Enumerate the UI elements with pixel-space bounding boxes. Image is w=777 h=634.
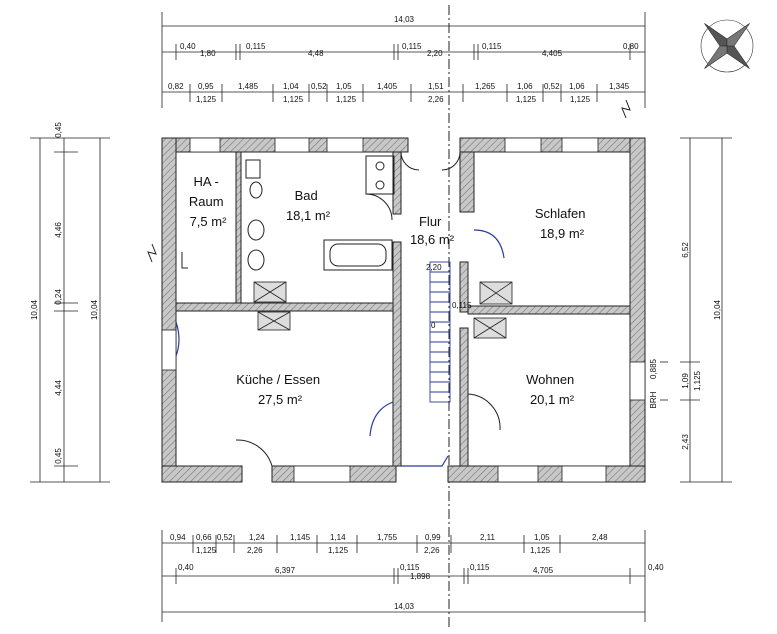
dim-label: 0,94 (170, 533, 186, 542)
dim-label: 0,115 (482, 42, 502, 51)
dim-label: 0,115 (246, 42, 266, 51)
dim-label: 1,145 (290, 533, 311, 542)
sketch-marks (175, 229, 505, 467)
dim-label: 2,20 (427, 49, 443, 58)
top-total-label: 14,03 (394, 15, 415, 24)
left-dimensions (30, 137, 110, 483)
left-outer-total-label: 10,04 (90, 299, 99, 320)
dim-label: 1,345 (609, 82, 630, 91)
dim-label: 0,115 (400, 563, 420, 572)
dim-label: 1,125 (336, 95, 357, 104)
dim-label: 1,755 (377, 533, 398, 542)
room-label-wohnen: Wohnen 20,1 m² (526, 372, 578, 407)
dim-label: 10,04 (713, 299, 722, 320)
lightning-icon (147, 99, 631, 269)
dim-label: 1,265 (475, 82, 496, 91)
windows (161, 137, 646, 483)
dim-label: 1,125 (328, 546, 349, 555)
dim-label: 1,125 (516, 95, 537, 104)
dim-label: 1,485 (238, 82, 259, 91)
dim-label: 4,46 (54, 222, 63, 238)
dim-label: 4,705 (533, 566, 554, 575)
room-label-schlafen: Schlafen 18,9 m² (535, 206, 589, 241)
dim-label: 0,40 (178, 563, 194, 572)
dim-label: 4,405 (542, 49, 563, 58)
staircase (429, 261, 451, 403)
room-label-ha: HA - Raum 7,5 m² (189, 174, 227, 229)
dim-label: 4,44 (54, 380, 63, 396)
dim-label: 0,45 (54, 448, 63, 464)
dim-label: 0,40 (180, 42, 196, 51)
dim-label: 1,898 (410, 572, 431, 581)
dim-label: 1,05 (534, 533, 550, 542)
dim-label: 2,26 (428, 95, 444, 104)
dim-label: 0,99 (425, 533, 441, 542)
dim-label: 0,885 (649, 358, 658, 379)
dim-label: 2,26 (424, 546, 440, 555)
bottom-row1-labels: 0,94 0,66 0,52 1,24 1,145 1,14 1,755 0,9… (170, 533, 608, 555)
room-labels: HA - Raum 7,5 m² Bad 18,1 m² Flur 18,6 m… (189, 174, 589, 407)
bottom-dimensions (161, 530, 646, 622)
dim-label: 0,45 (54, 122, 63, 138)
top-row2-labels: 0,82 0,95 1,485 1,04 0,52 1,05 1,405 1,5… (168, 82, 630, 104)
dim-label: 4,48 (308, 49, 324, 58)
top-dimensions (161, 12, 646, 108)
dim-label: 0,80 (623, 42, 639, 51)
dim-label: 1,125 (196, 546, 217, 555)
dim-label: 0,52 (311, 82, 327, 91)
dim-label: 1,14 (330, 533, 346, 542)
dim-label: 1,405 (377, 82, 398, 91)
dim-label: 0,24 (54, 289, 63, 305)
stair-label: 0 (431, 321, 436, 330)
shafts (253, 281, 513, 339)
dim-label: 1,05 (336, 82, 352, 91)
compass-icon (700, 19, 754, 73)
dim-label: 1,04 (283, 82, 299, 91)
dim-label: 2,43 (681, 434, 690, 450)
dim-label: 1,125 (570, 95, 591, 104)
dim-label: 0,66 (196, 533, 212, 542)
dim-label: 1,80 (200, 49, 216, 58)
dim-label: 0,82 (168, 82, 184, 91)
dim-label: 1,51 (428, 82, 444, 91)
dim-label: 2,48 (592, 533, 608, 542)
brh-label: BRH (649, 391, 658, 408)
dim-label: 0,95 (198, 82, 214, 91)
doors (235, 151, 501, 467)
dim-label: 1,09 (681, 373, 690, 389)
dim-label: 0,40 (648, 563, 664, 572)
bottom-total-label: 14,03 (394, 602, 415, 611)
left-total-label: 10,04 (30, 299, 39, 320)
dim-label: 1,125 (530, 546, 551, 555)
stair-label: 0,115 (452, 301, 472, 310)
dim-label: 2,26 (247, 546, 263, 555)
dim-label: 0,115 (402, 42, 422, 51)
room-label-bad: Bad 18,1 m² (286, 188, 331, 223)
dim-label: 1,06 (569, 82, 585, 91)
walls (161, 137, 646, 483)
room-label-flur: Flur 18,6 m² (410, 214, 455, 247)
dim-label: 6,397 (275, 566, 296, 575)
dim-label: 2,11 (480, 533, 496, 542)
room-label-kueche: Küche / Essen 27,5 m² (236, 372, 323, 407)
bottom-row2-labels: 0,40 6,397 0,115 1,898 0,115 4,705 0,40 (178, 563, 664, 581)
bathroom-fixtures (245, 155, 395, 271)
top-row1-labels: 0,40 1,80 0,115 4,48 0,115 2,20 0,115 4,… (180, 42, 639, 58)
stair-label: 2,20 (426, 263, 442, 272)
dim-label: 1,06 (517, 82, 533, 91)
right-dimensions (660, 137, 732, 483)
dim-label: 0,52 (544, 82, 560, 91)
dim-label: 1,125 (283, 95, 304, 104)
dim-label: 1,125 (693, 370, 702, 391)
dim-label: 0,115 (470, 563, 490, 572)
dim-label: 1,24 (249, 533, 265, 542)
dim-label: 0,52 (217, 533, 233, 542)
dim-label: 6,52 (681, 242, 690, 258)
dim-label: 1,125 (196, 95, 217, 104)
